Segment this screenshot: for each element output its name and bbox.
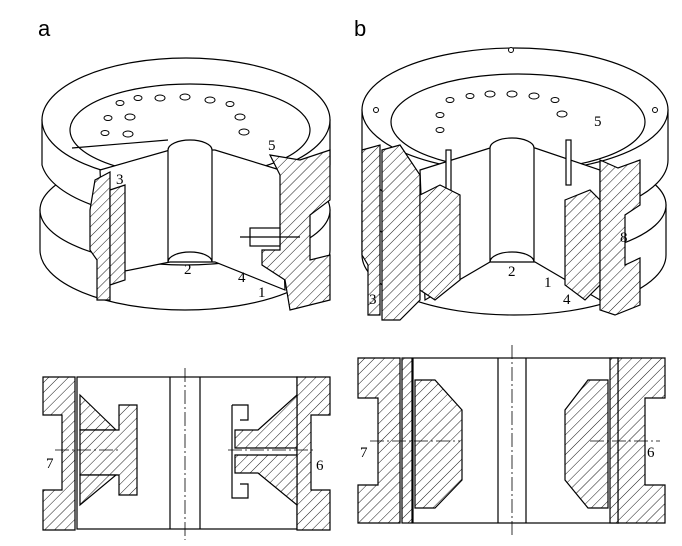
callout-a-2: 2 xyxy=(184,262,192,278)
callout-a-3: 3 xyxy=(116,172,124,188)
callout-b-7: 7 xyxy=(360,445,368,461)
bolt-holes-b xyxy=(373,47,658,133)
callout-b-8: 8 xyxy=(620,230,628,246)
callout-a-7: 7 xyxy=(46,456,54,472)
callout-b-3: 3 xyxy=(369,292,377,308)
panel-a-section xyxy=(42,368,331,540)
callout-a-1: 1 xyxy=(258,285,266,301)
callout-a-4: 4 xyxy=(238,270,246,286)
panel-a-isometric xyxy=(39,57,331,311)
panel-label-a: a xyxy=(38,16,51,41)
callout-b-4: 4 xyxy=(563,292,571,308)
callout-a-6: 6 xyxy=(316,458,324,474)
panel-b-isometric xyxy=(361,47,669,321)
panel-label-b: b xyxy=(354,16,366,41)
panel-b-section xyxy=(357,345,666,535)
callout-a-5: 5 xyxy=(268,138,276,154)
callout-b-6: 6 xyxy=(647,445,655,461)
callout-b-2: 2 xyxy=(508,264,516,280)
callout-b-5: 5 xyxy=(594,114,602,130)
callout-b-1: 1 xyxy=(544,275,552,291)
bolt-holes xyxy=(100,93,250,138)
